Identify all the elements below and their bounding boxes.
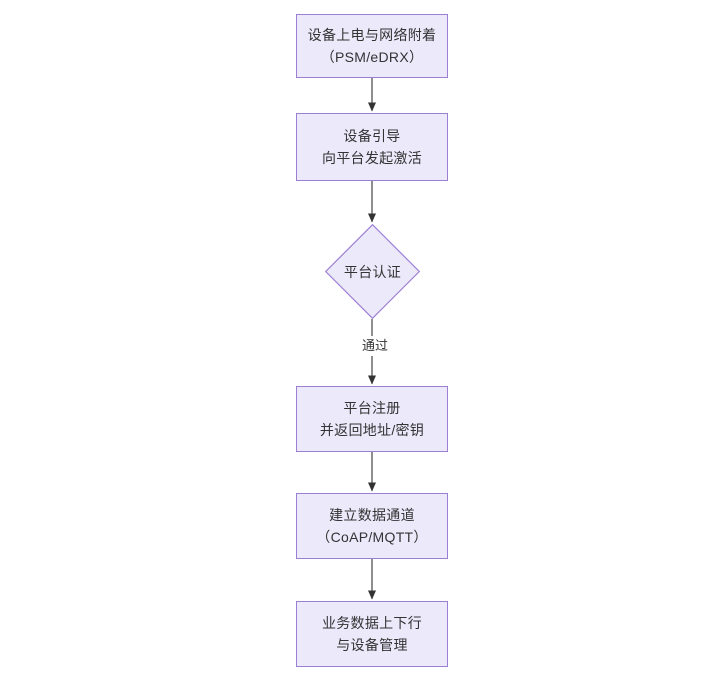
- node-platform-register[interactable]: 平台注册 并返回地址/密钥: [296, 386, 448, 452]
- node-line: 并返回地址/密钥: [319, 422, 425, 438]
- node-line: 建立数据通道: [329, 507, 415, 523]
- node-platform-auth-decision[interactable]: 平台认证: [325, 224, 420, 319]
- edge-label-pass: 通过: [354, 336, 396, 356]
- node-device-power-on[interactable]: 设备上电与网络附着 （PSM/eDRX）: [296, 14, 448, 78]
- diamond-shape: [325, 224, 420, 319]
- node-line: 向平台发起激活: [321, 150, 423, 166]
- node-line: 设备上电与网络附着: [307, 27, 437, 43]
- node-data-channel[interactable]: 建立数据通道 （CoAP/MQTT）: [296, 493, 448, 559]
- node-device-bootstrap[interactable]: 设备引导 向平台发起激活: [296, 113, 448, 181]
- node-line: 业务数据上下行: [321, 615, 423, 631]
- node-line: （CoAP/MQTT）: [316, 529, 428, 545]
- node-line: 设备引导: [343, 128, 401, 144]
- node-business-data[interactable]: 业务数据上下行 与设备管理: [296, 601, 448, 667]
- node-line: （PSM/eDRX）: [320, 49, 424, 65]
- node-line: 平台认证: [343, 263, 402, 280]
- node-line: 与设备管理: [336, 637, 408, 653]
- node-line: 平台注册: [343, 400, 401, 416]
